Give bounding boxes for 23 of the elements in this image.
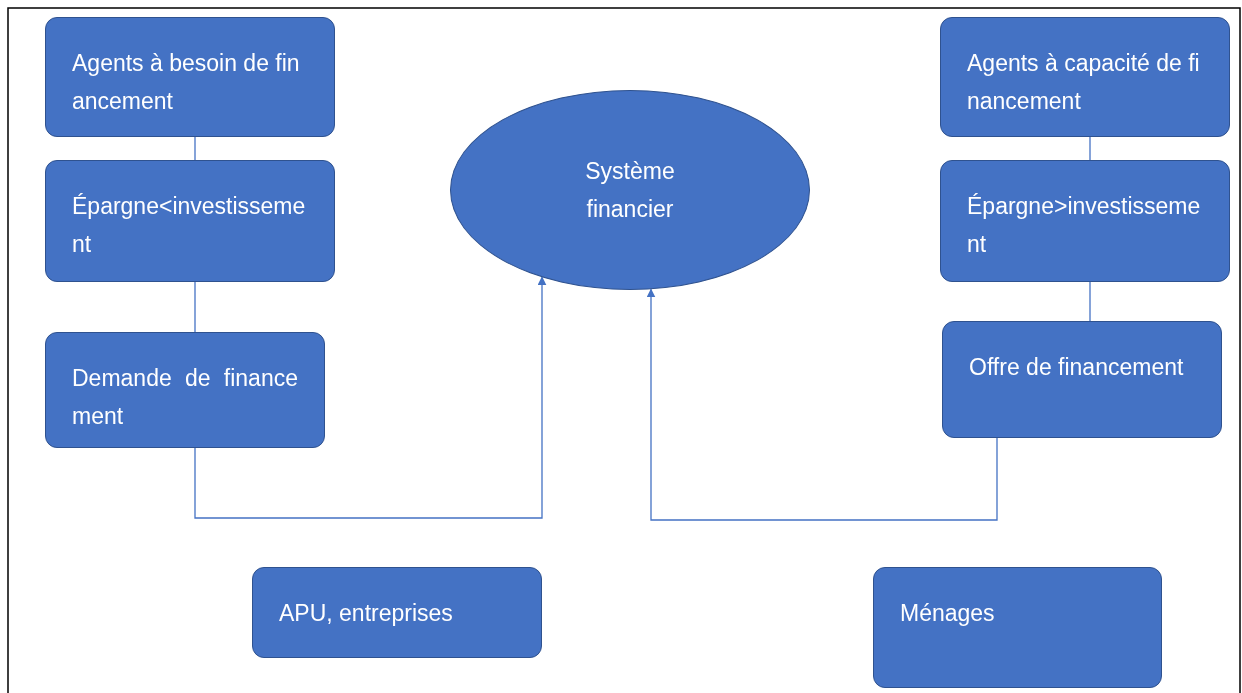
process-box [45, 17, 335, 137]
node-label: APU, entreprises [279, 599, 454, 628]
node-label: Demande de financement [72, 364, 298, 431]
arrow [194, 276, 547, 519]
node-label: Agents à besoin de financement [72, 49, 301, 116]
node-label: Épargne<investissement [72, 192, 307, 259]
connector-line [1089, 136, 1091, 161]
process-box [45, 332, 325, 448]
process-box [940, 160, 1230, 282]
connector-line [194, 136, 196, 161]
arrow [646, 288, 998, 521]
process-box [940, 17, 1230, 137]
connector-line [194, 281, 196, 333]
node-label: Agents à capacité de financement [967, 49, 1201, 116]
process-box [873, 567, 1162, 688]
node-label: Épargne>investissement [967, 192, 1202, 259]
connector-line [1089, 281, 1091, 322]
process-box [942, 321, 1222, 438]
node-label: Ménages [900, 599, 996, 628]
node-label: Offre de financement [969, 353, 1185, 382]
process-box [45, 160, 335, 282]
node-label: Système financier [584, 157, 676, 224]
process-box [252, 567, 542, 658]
